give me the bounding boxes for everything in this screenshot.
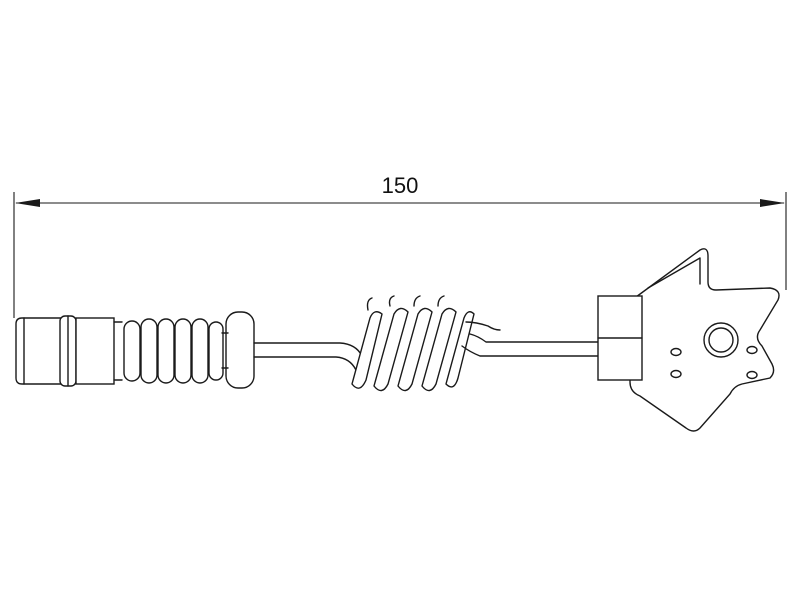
plate-inner-edge <box>647 257 701 289</box>
rivet <box>670 369 682 379</box>
boot-rib <box>191 318 209 384</box>
boot-rib <box>140 318 158 384</box>
strain-relief-boot <box>123 311 255 389</box>
plug-body <box>75 317 115 385</box>
arrowhead-left-icon <box>15 199 40 207</box>
boot-rib <box>174 318 192 384</box>
coil-tail <box>366 297 373 311</box>
coil-tail <box>437 295 445 307</box>
arrowhead-right-icon <box>760 199 785 207</box>
coil-tail <box>388 295 395 307</box>
cable-left <box>253 342 363 371</box>
rivet <box>746 370 758 380</box>
cable-wire <box>465 321 501 331</box>
cable-wire <box>461 345 599 357</box>
plug-tip <box>15 317 63 385</box>
boot-end <box>225 311 255 389</box>
coil-loop <box>373 307 409 392</box>
rivet <box>670 347 682 357</box>
dimension-label: 150 <box>382 173 419 198</box>
boot-rib <box>123 320 141 382</box>
cable-right <box>461 321 599 357</box>
coil-tail <box>413 295 421 307</box>
cable-wire <box>253 342 363 357</box>
connector-plug <box>15 315 123 387</box>
coil-loop <box>397 307 433 392</box>
coil-loop <box>445 311 475 388</box>
rivet <box>746 345 758 355</box>
coil-loop <box>421 307 457 392</box>
coiled-cable <box>351 295 475 392</box>
dimension-annotation: 150 <box>13 173 787 318</box>
cable-wire <box>469 333 599 343</box>
coil-loop <box>351 311 383 389</box>
mounting-hole-inner <box>708 327 734 353</box>
boot-rib <box>157 318 175 384</box>
boot-rib <box>208 321 224 381</box>
sensor-head <box>597 248 780 432</box>
cable-wire <box>253 356 357 371</box>
